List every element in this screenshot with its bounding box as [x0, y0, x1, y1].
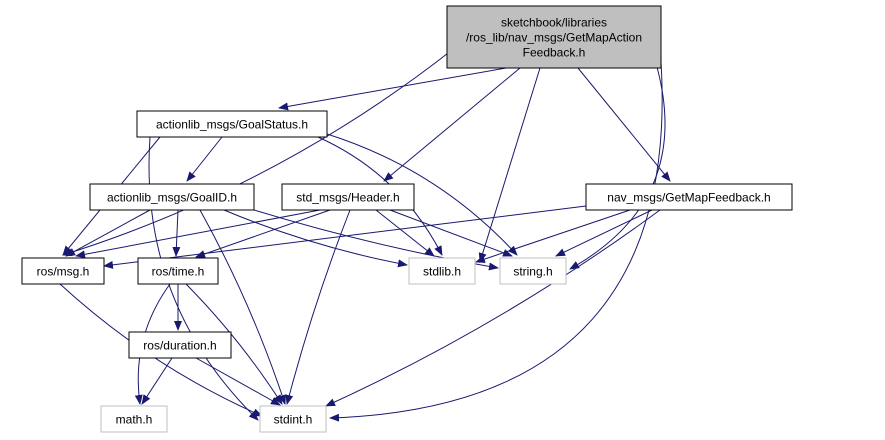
dependency-edges — [59, 47, 671, 422]
edge-goalstatus-to-string — [326, 133, 518, 256]
node-header[interactable]: std_msgs/Header.h — [281, 183, 415, 211]
edge-root-to-string — [569, 59, 666, 270]
edge-rostime-to-stdint — [185, 283, 283, 405]
edge-getmapfeedback-to-stdlib — [475, 209, 631, 263]
node-label-duration: ros/duration.h — [143, 339, 216, 353]
node-label-root-line-2: Feedback.h — [523, 46, 586, 60]
node-rostime[interactable]: ros/time.h — [137, 257, 219, 285]
node-math: math.h — [100, 405, 168, 433]
node-goalid[interactable]: actionlib_msgs/GoalID.h — [89, 183, 255, 211]
node-box-string — [499, 257, 567, 285]
node-goalstatus[interactable]: actionlib_msgs/GoalStatus.h — [136, 110, 328, 138]
node-label-stdlib: stdlib.h — [423, 265, 461, 279]
node-box-rostime — [137, 257, 219, 285]
node-box-rosmsg — [21, 257, 105, 285]
edge-goalid-to-rosmsg — [65, 209, 151, 257]
node-stdlib: stdlib.h — [408, 257, 476, 285]
node-label-root-line-1: /ros_lib/nav_msgs/GetMapAction — [466, 31, 642, 45]
node-label-stdint: stdint.h — [274, 413, 313, 427]
edge-goalid-to-stdlib — [223, 209, 408, 268]
edge-duration-to-math — [141, 357, 173, 405]
edge-header-to-stdlib — [375, 209, 435, 257]
node-box-duration — [128, 331, 232, 359]
edge-goalid-to-stdint — [199, 209, 286, 405]
node-box-goalid — [89, 183, 255, 211]
node-rosmsg[interactable]: ros/msg.h — [21, 257, 105, 285]
edge-header-to-stdint — [285, 209, 351, 405]
node-label-rostime: ros/time.h — [152, 265, 205, 279]
edge-goalstatus-to-goalid — [186, 136, 223, 182]
edge-goalstatus-to-stdint — [148, 136, 259, 421]
edge-getmapfeedback-to-string — [555, 209, 653, 257]
node-root[interactable]: sketchbook/libraries/ros_lib/nav_msgs/Ge… — [446, 5, 662, 69]
dependency-nodes: sketchbook/libraries/ros_lib/nav_msgs/Ge… — [21, 5, 793, 433]
node-label-rosmsg: ros/msg.h — [37, 265, 90, 279]
node-label-string: string.h — [513, 265, 552, 279]
node-box-goalstatus — [136, 110, 328, 138]
node-box-header — [281, 183, 415, 211]
edge-root-to-header — [383, 67, 521, 182]
edge-getmapfeedback-to-stdint — [325, 209, 661, 407]
node-box-math — [100, 405, 168, 433]
edge-root-to-stdint — [329, 47, 663, 422]
node-box-stdint — [259, 405, 327, 433]
node-duration[interactable]: ros/duration.h — [128, 331, 232, 359]
node-label-header: std_msgs/Header.h — [296, 191, 399, 205]
edge-root-to-stdlib — [478, 67, 541, 263]
edge-header-to-rosmsg — [75, 209, 321, 259]
edge-root-to-getmapfeedback — [577, 67, 671, 182]
edge-header-to-string — [389, 209, 513, 257]
node-label-goalstatus: actionlib_msgs/GoalStatus.h — [156, 118, 308, 132]
edge-goalid-to-rostime — [172, 209, 181, 257]
node-getmapfeedback[interactable]: nav_msgs/GetMapFeedback.h — [585, 183, 793, 211]
node-stdint: stdint.h — [259, 405, 327, 433]
edge-duration-to-stdint — [195, 357, 281, 406]
node-label-goalid: actionlib_msgs/GoalID.h — [107, 191, 237, 205]
edge-getmapfeedback-to-rosmsg — [103, 205, 587, 269]
edge-root-to-rosmsg — [62, 49, 453, 257]
node-label-math: math.h — [116, 413, 153, 427]
node-label-getmapfeedback: nav_msgs/GetMapFeedback.h — [607, 191, 770, 205]
node-label-root-line-0: sketchbook/libraries — [501, 16, 607, 30]
edge-header-to-rostime — [195, 209, 331, 258]
node-box-stdlib — [408, 257, 476, 285]
node-box-getmapfeedback — [585, 183, 793, 211]
edge-root-to-goalstatus — [278, 61, 541, 111]
node-box-root — [446, 5, 662, 69]
node-string: string.h — [499, 257, 567, 285]
